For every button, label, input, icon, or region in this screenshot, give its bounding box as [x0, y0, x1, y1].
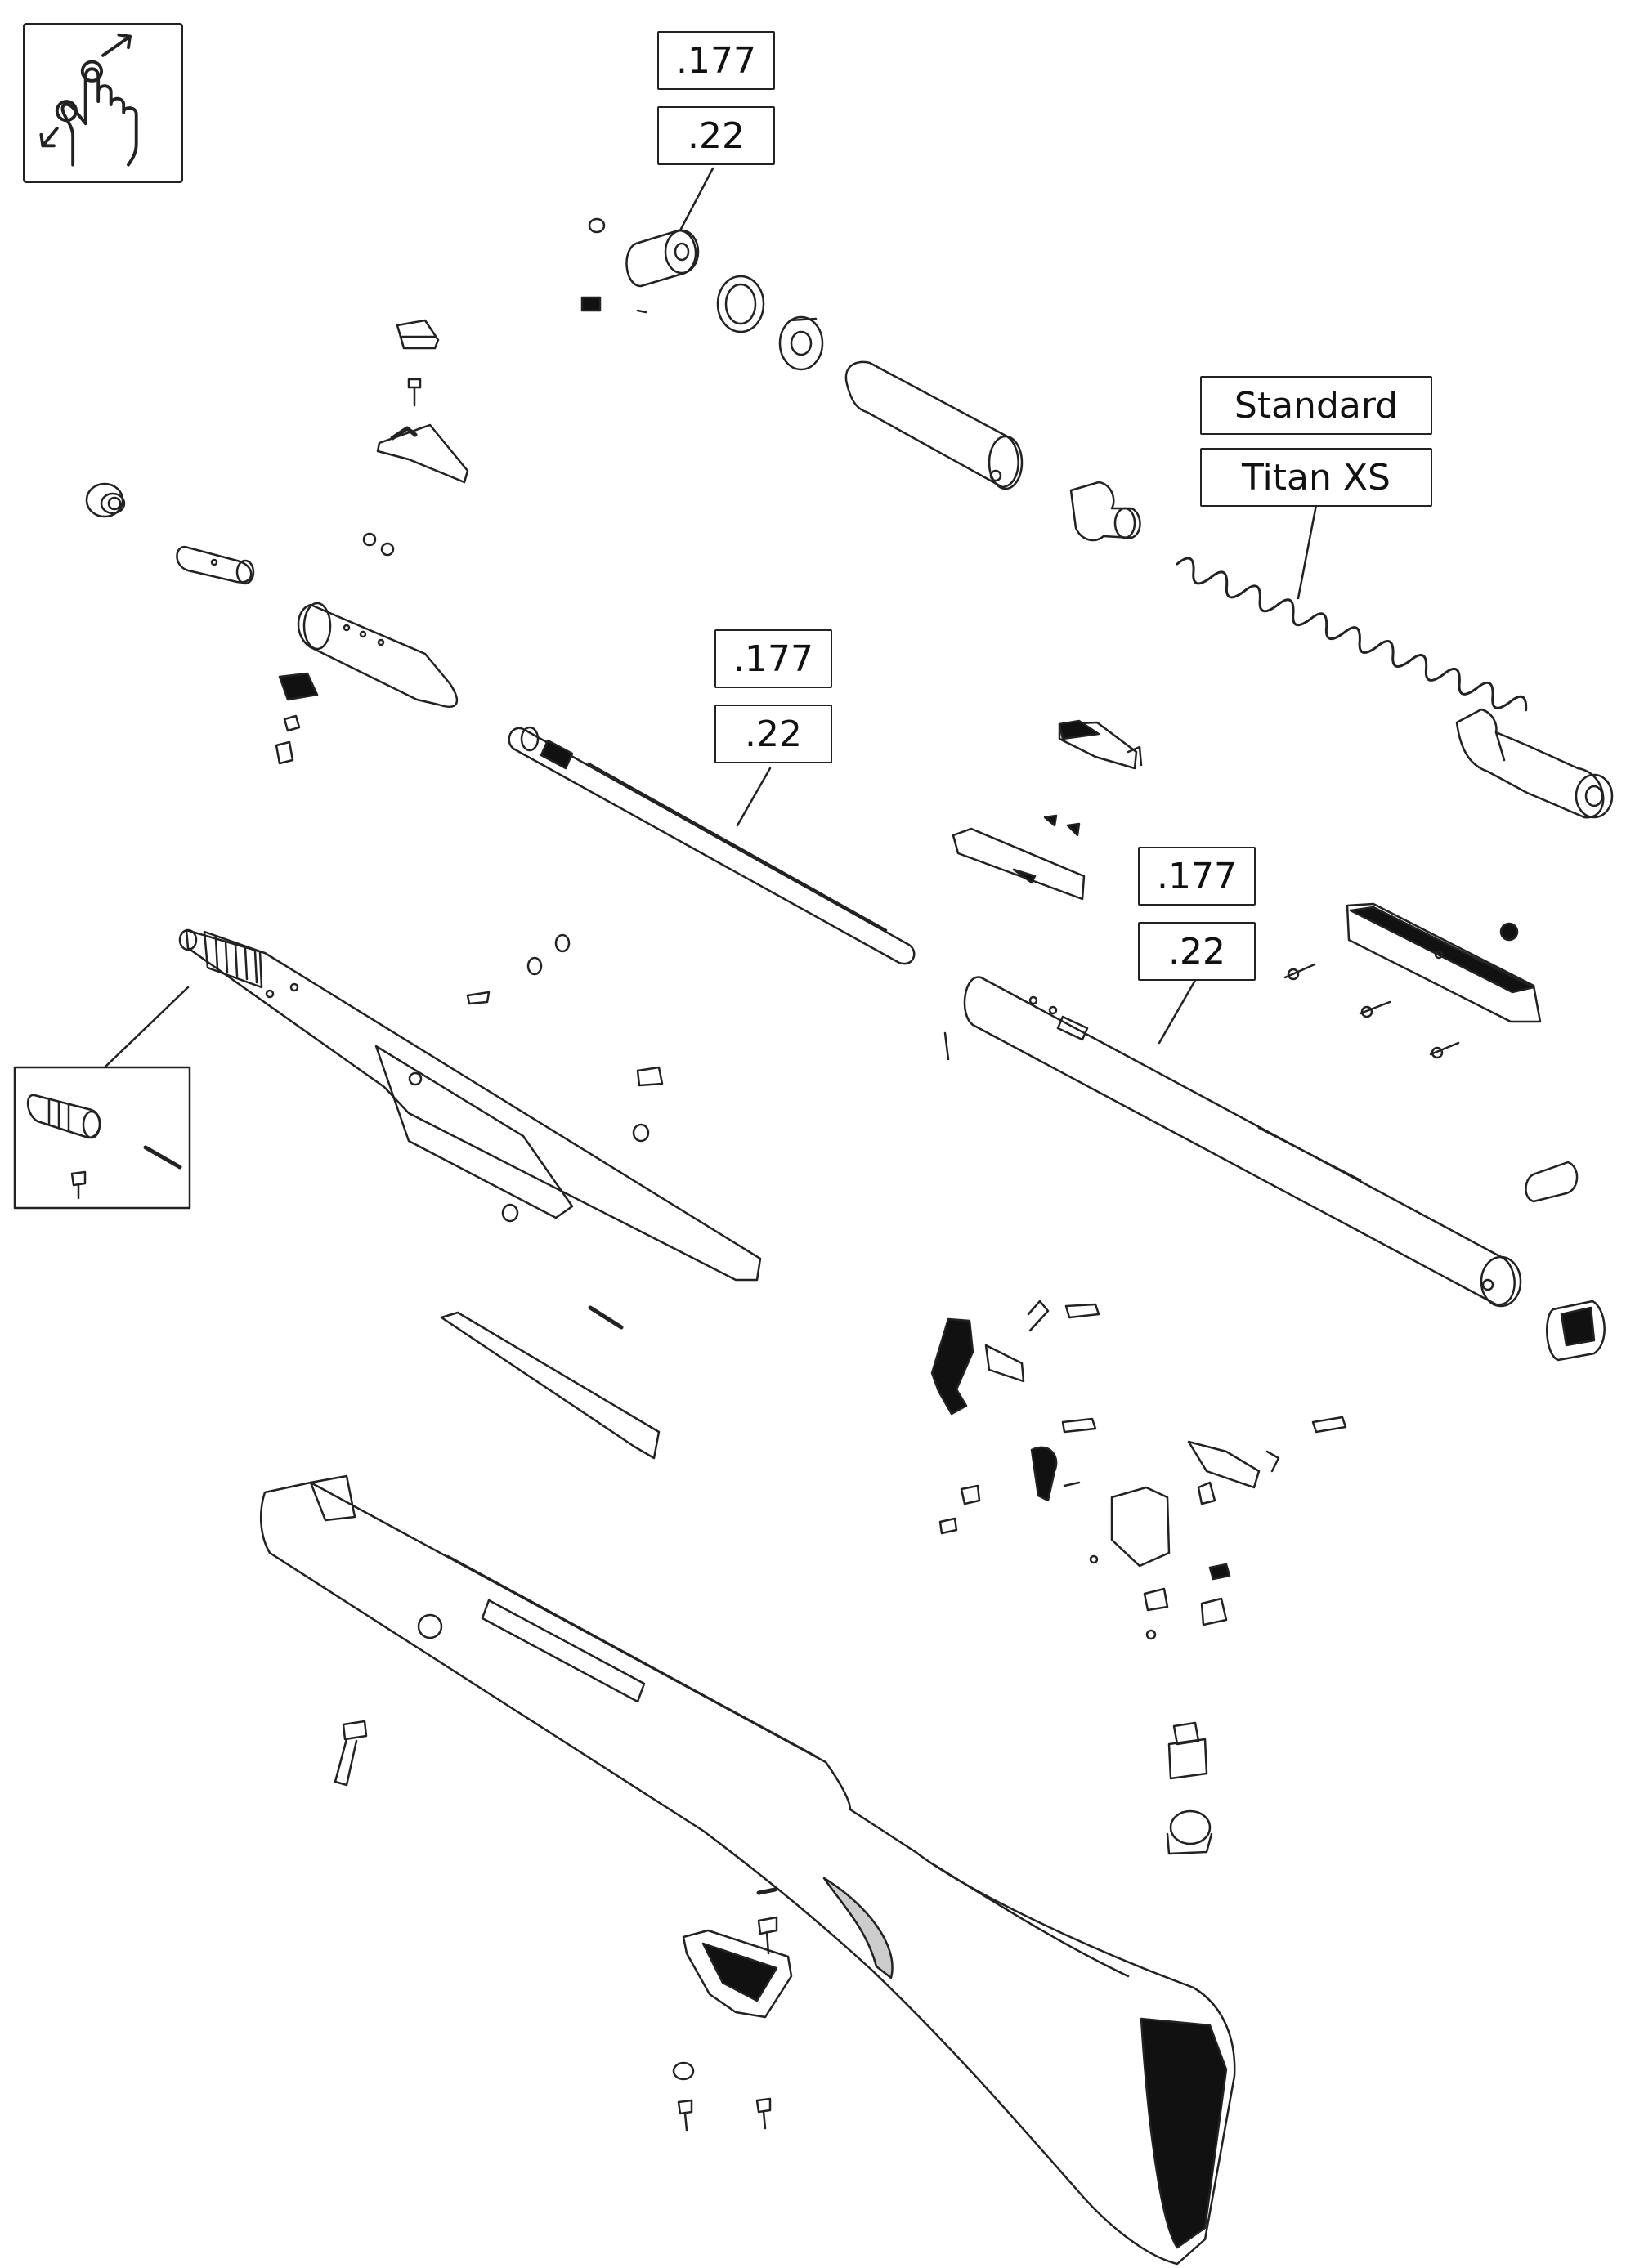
piston-caliber-177-label[interactable]: .177	[657, 31, 775, 90]
muzzle-sleeve-part	[176, 545, 255, 585]
end-cap-part	[1546, 1300, 1606, 1362]
piston-body-part	[844, 360, 1024, 490]
rear-sight-cover-part	[396, 319, 440, 350]
barrel-part	[508, 726, 916, 965]
piston-washer-part	[778, 315, 824, 371]
rear-sight-part	[376, 423, 469, 484]
small-washers-part	[466, 933, 571, 1005]
muzzle-cap-part	[85, 482, 126, 518]
rear-sight-assembly-part	[1058, 719, 1143, 770]
pinch-zoom-icon[interactable]	[23, 23, 183, 183]
spring-titan-xs-label[interactable]: Titan XS	[1200, 448, 1432, 507]
leader-line-tube	[1158, 976, 1198, 1045]
barrel-caliber-177-label[interactable]: .177	[714, 629, 832, 688]
stock-bushing-part	[1167, 1721, 1208, 1780]
front-sight-parts	[275, 672, 319, 765]
inset-detail-box	[13, 1066, 191, 1210]
guard-screws-part	[672, 1887, 778, 2132]
seal-ring-part	[716, 275, 765, 333]
spring-guide-part	[1069, 481, 1141, 542]
sight-screw-part	[407, 378, 422, 407]
stock-bolt-part	[334, 1720, 368, 1787]
inset-pin-part	[27, 1094, 182, 1200]
trigger-guard-part	[682, 1929, 793, 2019]
pinch-zoom-graphic	[39, 33, 138, 167]
tube-plug-part	[1525, 1161, 1579, 1203]
mainspring-part	[1176, 557, 1528, 712]
sight-base-plate-part	[952, 827, 1086, 901]
cocking-link-part	[440, 1305, 661, 1460]
leader-line-piston	[679, 167, 714, 232]
tube-pin-part	[943, 1031, 950, 1061]
rifle-stock-part	[260, 1474, 1236, 2266]
sight-nuts-part	[362, 532, 395, 557]
piston-caliber-22-label[interactable]: .22	[657, 106, 775, 165]
leader-line-inset	[103, 986, 190, 1069]
compression-tube-part	[963, 976, 1522, 1308]
leader-line-barrel	[736, 767, 772, 827]
trigger-group-parts	[930, 1300, 1347, 1640]
scope-rail-part	[1346, 902, 1542, 1023]
piston-rod-part	[1455, 708, 1614, 819]
tube-caliber-177-label[interactable]: .177	[1138, 847, 1256, 906]
front-muzzle-brake-part	[297, 602, 459, 708]
barrel-caliber-22-label[interactable]: .22	[714, 705, 832, 763]
leader-line-spring	[1297, 503, 1318, 600]
rail-screw-part	[1499, 922, 1519, 942]
rail-bolts-part	[1283, 963, 1460, 1059]
sight-mount-screws-part	[1043, 814, 1081, 837]
piston-head-part	[580, 217, 700, 314]
sling-swivel-part	[1166, 1809, 1213, 1855]
spring-standard-label[interactable]: Standard	[1200, 376, 1432, 435]
cocking-lever-part	[178, 928, 762, 1282]
detent-parts	[501, 1066, 664, 1223]
tube-caliber-22-label[interactable]: .22	[1138, 922, 1256, 981]
